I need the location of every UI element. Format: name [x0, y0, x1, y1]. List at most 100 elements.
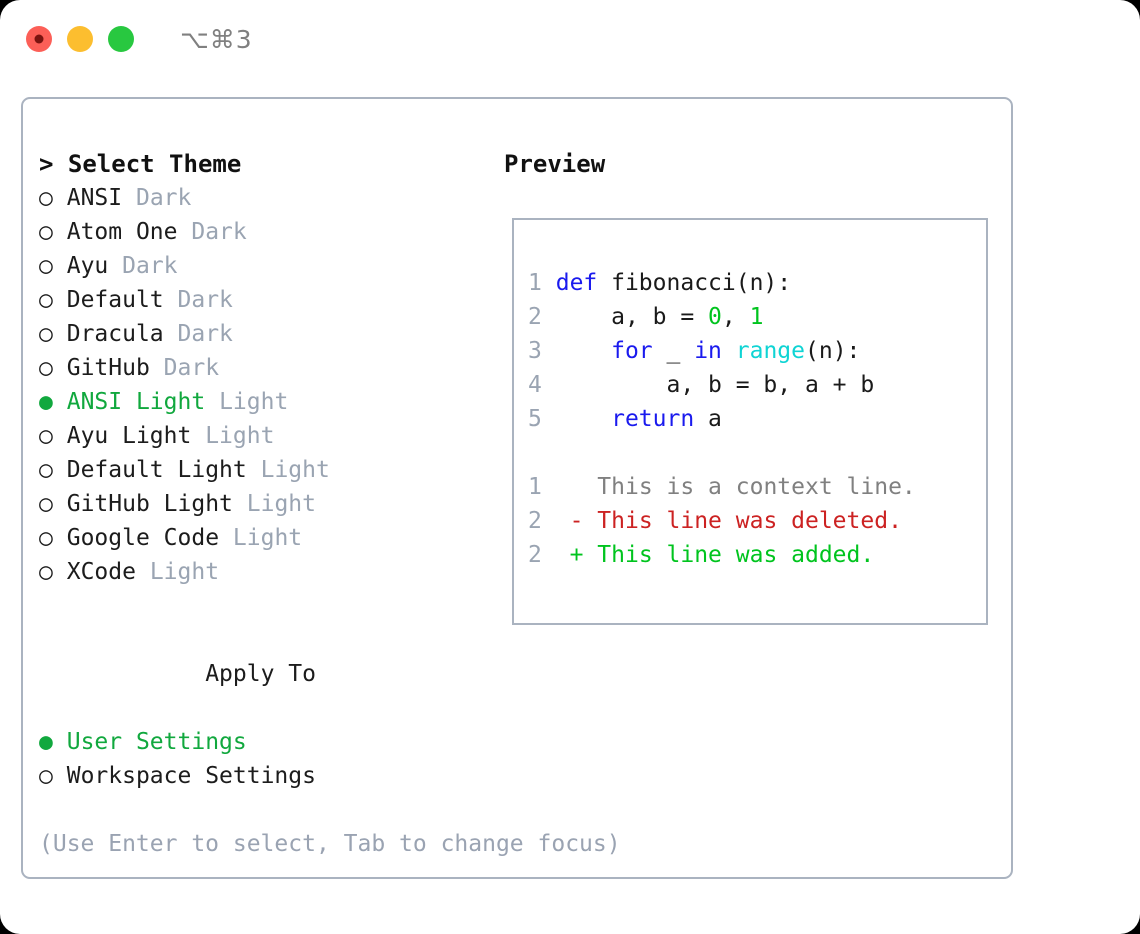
code-token — [556, 406, 611, 432]
row-gap — [53, 423, 67, 449]
diff-marker: - — [569, 508, 584, 534]
code-token: 1 — [749, 304, 764, 330]
code-line: 5 return a — [528, 402, 986, 436]
diff-line-del: 2 - This line was deleted. — [528, 504, 986, 538]
diff-line-add: 2 + This line was added. — [528, 538, 986, 572]
theme-option-label: Ayu Light — [66, 423, 192, 449]
theme-variant-badge: Light — [260, 457, 330, 483]
radio-unselected-icon: ○ — [39, 321, 53, 347]
gutter-gap — [542, 474, 570, 500]
apply-to-option-label: Workspace Settings — [66, 763, 316, 789]
theme-option-label: Default — [66, 287, 164, 313]
theme-picker-card: > Select Theme ○ ANSI Dark○ Atom One Dar… — [21, 97, 1013, 879]
radio-unselected-icon: ○ — [39, 559, 53, 585]
theme-option-google-code[interactable]: ○ Google Code Light — [39, 521, 501, 555]
theme-option-label: Ayu — [66, 253, 109, 279]
label-gap — [108, 253, 122, 279]
theme-option-dracula[interactable]: ○ Dracula Dark — [39, 317, 501, 351]
code-line: 4 a, b = b, a + b — [528, 368, 986, 402]
gutter-gap — [542, 508, 570, 534]
code-token: for — [611, 338, 653, 364]
select-theme-heading: > Select Theme — [39, 150, 242, 178]
radio-unselected-icon: ○ — [39, 525, 53, 551]
radio-unselected-icon: ○ — [39, 491, 53, 517]
label-gap — [178, 219, 192, 245]
theme-option-default-light[interactable]: ○ Default Light Light — [39, 453, 501, 487]
code-token: _ — [652, 338, 695, 364]
theme-variant-badge: Dark — [122, 253, 178, 279]
row-gap — [53, 389, 67, 415]
theme-option-github[interactable]: ○ GitHub Dark — [39, 351, 501, 385]
row-gap — [53, 287, 67, 313]
code-token: a, b = — [555, 304, 709, 330]
gutter-gap — [542, 542, 570, 568]
keyboard-shortcut-label: ⌥⌘3 — [180, 24, 253, 54]
theme-option-ayu[interactable]: ○ Ayu Dark — [39, 249, 501, 283]
apply-to-option-user-settings[interactable]: ● User Settings — [39, 725, 501, 759]
close-button[interactable] — [26, 26, 52, 52]
code-token: in — [694, 338, 722, 364]
radio-unselected-icon: ○ — [39, 355, 53, 381]
marker-gap — [583, 542, 597, 568]
apply-to-option-workspace-settings[interactable]: ○ Workspace Settings — [39, 759, 501, 793]
preview-heading: Preview — [504, 150, 606, 178]
theme-list: ○ ANSI Dark○ Atom One Dark○ Ayu Dark○ De… — [39, 181, 501, 589]
code-line: 1 def fibonacci(n): — [528, 266, 986, 300]
row-gap — [53, 185, 67, 211]
gutter-gap — [542, 270, 556, 296]
radio-unselected-icon: ○ — [39, 763, 53, 789]
code-token: range — [735, 338, 806, 364]
theme-option-xcode[interactable]: ○ XCode Light — [39, 555, 501, 589]
apply-to-list: ● User Settings○ Workspace Settings — [39, 725, 501, 793]
apply-to-indent — [177, 661, 205, 687]
theme-list-panel: > Select Theme ○ ANSI Dark○ Atom One Dar… — [23, 99, 621, 877]
theme-variant-badge: Light — [246, 491, 316, 517]
radio-selected-icon: ● — [39, 729, 53, 755]
theme-variant-badge: Dark — [177, 287, 233, 313]
marker-gap — [583, 508, 597, 534]
row-gap — [53, 355, 67, 381]
code-token: fibonacci(n): — [597, 270, 792, 296]
minimize-button[interactable] — [67, 26, 93, 52]
theme-variant-badge: Light — [149, 559, 220, 585]
diff-sample: 1 This is a context line.2 - This line w… — [528, 470, 986, 572]
diff-marker — [570, 474, 584, 500]
diff-text: This is a context line. — [597, 474, 916, 500]
theme-option-ayu-light[interactable]: ○ Ayu Light Light — [39, 419, 501, 453]
theme-variant-badge: Dark — [163, 355, 220, 381]
code-diff-gap — [528, 436, 986, 470]
code-token: return — [611, 406, 695, 432]
code-token: a, b = b, a + b — [555, 372, 875, 398]
theme-option-ansi[interactable]: ○ ANSI Dark — [39, 181, 501, 215]
diff-marker: + — [569, 542, 584, 568]
marker-gap — [583, 474, 597, 500]
label-gap — [219, 525, 233, 551]
maximize-button[interactable] — [108, 26, 134, 52]
theme-option-github-light[interactable]: ○ GitHub Light Light — [39, 487, 501, 521]
line-number: 5 — [528, 406, 542, 432]
line-number: 4 — [528, 372, 542, 398]
theme-option-default[interactable]: ○ Default Dark — [39, 283, 501, 317]
label-gap — [150, 355, 164, 381]
row-gap — [53, 253, 67, 279]
theme-option-ansi-light[interactable]: ● ANSI Light Light — [39, 385, 501, 419]
theme-variant-badge: Light — [232, 525, 303, 551]
diff-line-context: 1 This is a context line. — [528, 470, 986, 504]
line-number: 3 — [528, 338, 542, 364]
theme-option-atom-one[interactable]: ○ Atom One Dark — [39, 215, 501, 249]
line-number: 1 — [528, 270, 542, 296]
theme-option-label: Atom One — [66, 219, 178, 245]
code-token: 0 — [708, 304, 722, 330]
theme-option-label: Google Code — [66, 525, 220, 551]
label-gap — [164, 321, 178, 347]
theme-option-label: ANSI — [66, 185, 123, 211]
label-gap — [122, 185, 136, 211]
hint-spacer — [39, 793, 501, 827]
line-number: 2 — [528, 508, 542, 534]
label-gap — [136, 559, 150, 585]
radio-unselected-icon: ○ — [39, 185, 53, 211]
row-gap — [53, 219, 67, 245]
theme-variant-badge: Light — [219, 389, 289, 415]
